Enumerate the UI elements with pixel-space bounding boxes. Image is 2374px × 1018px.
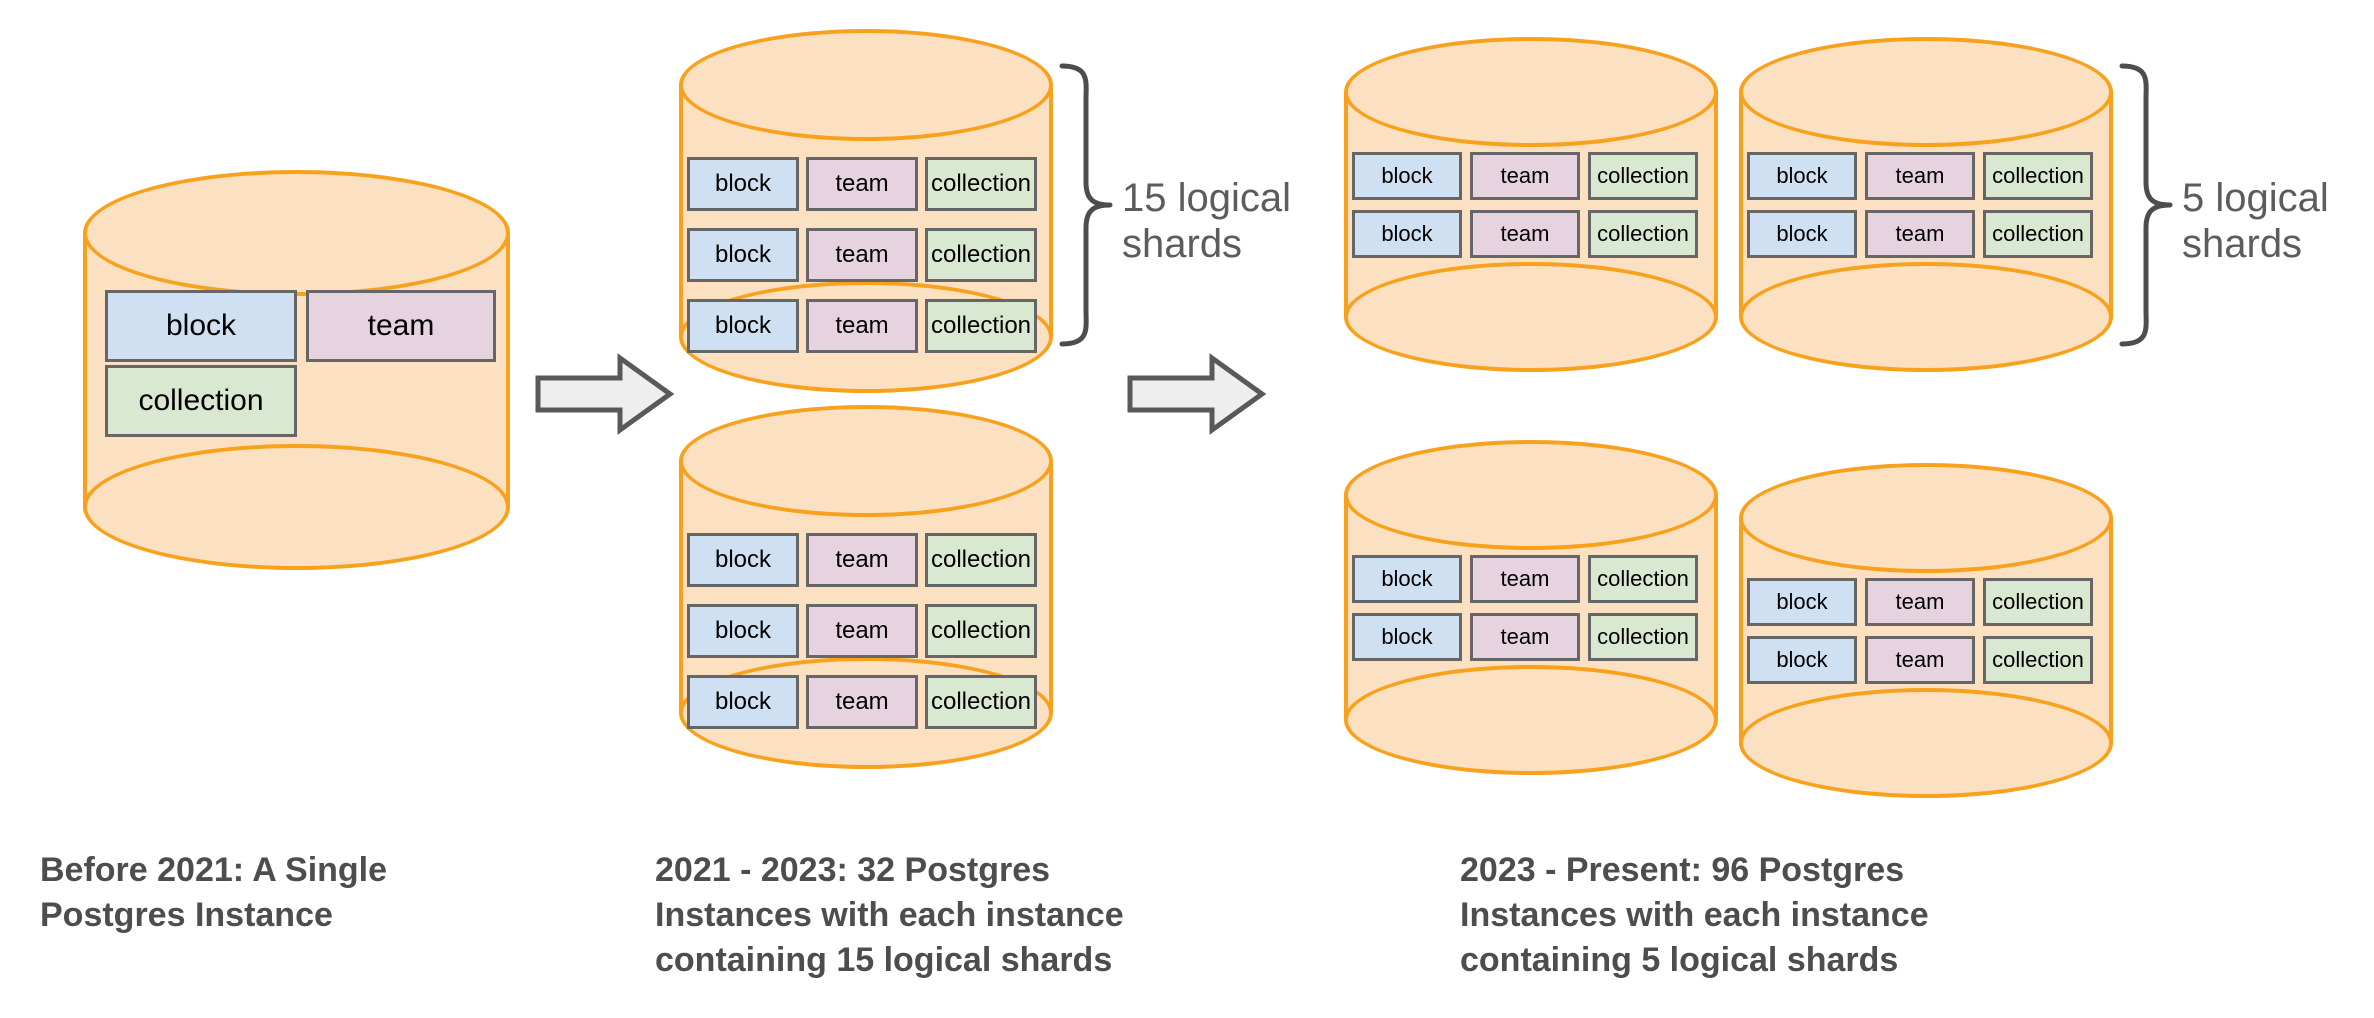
table-cell-block: block — [1352, 210, 1462, 258]
shard-grid-single: block team collection — [105, 290, 496, 437]
cylinder-top-cap — [1739, 463, 2113, 573]
table-cell-team: team — [1470, 555, 1580, 603]
cylinder-top-cap — [1344, 37, 1718, 147]
shard-row: block team collection — [1747, 636, 2093, 684]
shard-row: block team collection — [687, 228, 1037, 282]
table-cell-collection: collection — [925, 299, 1037, 353]
table-cell-collection: collection — [105, 365, 297, 437]
shard-row: block team collection — [687, 675, 1037, 729]
caption-stage-1: Before 2021: A Single Postgres Instance — [40, 851, 388, 934]
database-cylinder-2b — [679, 405, 1053, 769]
table-cell-collection: collection — [925, 604, 1037, 658]
shard-row: block team collection — [687, 604, 1037, 658]
table-cell-team: team — [1865, 578, 1975, 626]
caption-stage-3: 2023 - Present: 96 Postgres Instances wi… — [1460, 851, 1929, 979]
shard-row: collection — [105, 365, 496, 437]
table-cell-collection: collection — [1983, 578, 2093, 626]
table-cell-team: team — [806, 157, 918, 211]
table-cell-collection: collection — [1983, 210, 2093, 258]
brace-label-5-shards: 5 logical shards — [2182, 176, 2329, 267]
table-cell-team: team — [1865, 210, 1975, 258]
table-cell-block: block — [687, 228, 799, 282]
cylinder-bottom-cap — [1344, 262, 1718, 372]
table-cell-team: team — [806, 675, 918, 729]
brace-5-shards — [2116, 60, 2176, 350]
table-cell-block: block — [1747, 636, 1857, 684]
cylinder-bottom-cap — [83, 444, 510, 570]
table-cell-block: block — [1747, 210, 1857, 258]
table-cell-block: block — [1352, 152, 1462, 200]
table-cell-team: team — [806, 299, 918, 353]
table-cell-collection: collection — [1588, 210, 1698, 258]
table-cell-block: block — [687, 675, 799, 729]
table-cell-block: block — [1352, 613, 1462, 661]
table-cell-team: team — [806, 533, 918, 587]
database-cylinder-3a — [1344, 37, 1718, 372]
table-cell-block: block — [1747, 152, 1857, 200]
table-cell-collection: collection — [925, 228, 1037, 282]
cylinder-top-cap — [679, 405, 1053, 517]
cylinder-bottom-cap — [1739, 688, 2113, 798]
caption-stage-2: 2021 - 2023: 32 Postgres Instances with … — [655, 851, 1124, 979]
table-cell-collection: collection — [925, 533, 1037, 587]
brace-15-shards — [1056, 60, 1116, 350]
shard-row: block team collection — [1352, 613, 1698, 661]
brace-label-15-shards: 15 logical shards — [1122, 176, 1292, 267]
shard-grid-3d: block team collection block team collect… — [1747, 578, 2093, 684]
cylinder-top-cap — [83, 170, 510, 296]
table-cell-team: team — [1470, 613, 1580, 661]
table-cell-team: team — [1865, 636, 1975, 684]
table-cell-team: team — [806, 604, 918, 658]
shard-grid-3a: block team collection block team collect… — [1352, 152, 1698, 258]
table-cell-team: team — [1470, 210, 1580, 258]
database-cylinder-single — [83, 170, 510, 570]
table-cell-team: team — [1470, 152, 1580, 200]
table-cell-team: team — [806, 228, 918, 282]
table-cell-block: block — [687, 533, 799, 587]
shard-row: block team collection — [1747, 152, 2093, 200]
shard-row: block team collection — [1352, 152, 1698, 200]
database-cylinder-3d — [1739, 463, 2113, 798]
shard-row: block team collection — [687, 533, 1037, 587]
shard-row: block team collection — [1747, 210, 2093, 258]
table-cell-block: block — [1352, 555, 1462, 603]
table-cell-block: block — [687, 299, 799, 353]
shard-row: block team collection — [687, 157, 1037, 211]
cylinder-bottom-cap — [1739, 262, 2113, 372]
shard-grid-3c: block team collection block team collect… — [1352, 555, 1698, 661]
table-cell-collection: collection — [925, 675, 1037, 729]
cylinder-top-cap — [1739, 37, 2113, 147]
shard-row: block team — [105, 290, 496, 362]
table-cell-collection: collection — [1588, 152, 1698, 200]
table-cell-collection: collection — [1983, 636, 2093, 684]
shard-grid-3b: block team collection block team collect… — [1747, 152, 2093, 258]
arrow-stage1-to-stage2 — [534, 352, 675, 436]
table-cell-collection: collection — [1588, 613, 1698, 661]
table-cell-block: block — [105, 290, 297, 362]
table-cell-collection: collection — [925, 157, 1037, 211]
arrow-stage2-to-stage3 — [1126, 352, 1267, 436]
cylinder-top-cap — [679, 29, 1053, 141]
database-cylinder-3b — [1739, 37, 2113, 372]
shard-row: block team collection — [1352, 555, 1698, 603]
shard-row: block team collection — [687, 299, 1037, 353]
cylinder-bottom-cap — [1344, 665, 1718, 775]
table-cell-block: block — [687, 157, 799, 211]
table-cell-block: block — [687, 604, 799, 658]
table-cell-team: team — [1865, 152, 1975, 200]
shard-row: block team collection — [1747, 578, 2093, 626]
cylinder-top-cap — [1344, 440, 1718, 550]
database-cylinder-3c — [1344, 440, 1718, 775]
shard-grid-2b: block team collection block team collect… — [687, 533, 1037, 729]
table-cell-block: block — [1747, 578, 1857, 626]
table-cell-collection: collection — [1983, 152, 2093, 200]
shard-grid-2a: block team collection block team collect… — [687, 157, 1037, 353]
table-cell-collection: collection — [1588, 555, 1698, 603]
shard-row: block team collection — [1352, 210, 1698, 258]
table-cell-team: team — [306, 290, 496, 362]
